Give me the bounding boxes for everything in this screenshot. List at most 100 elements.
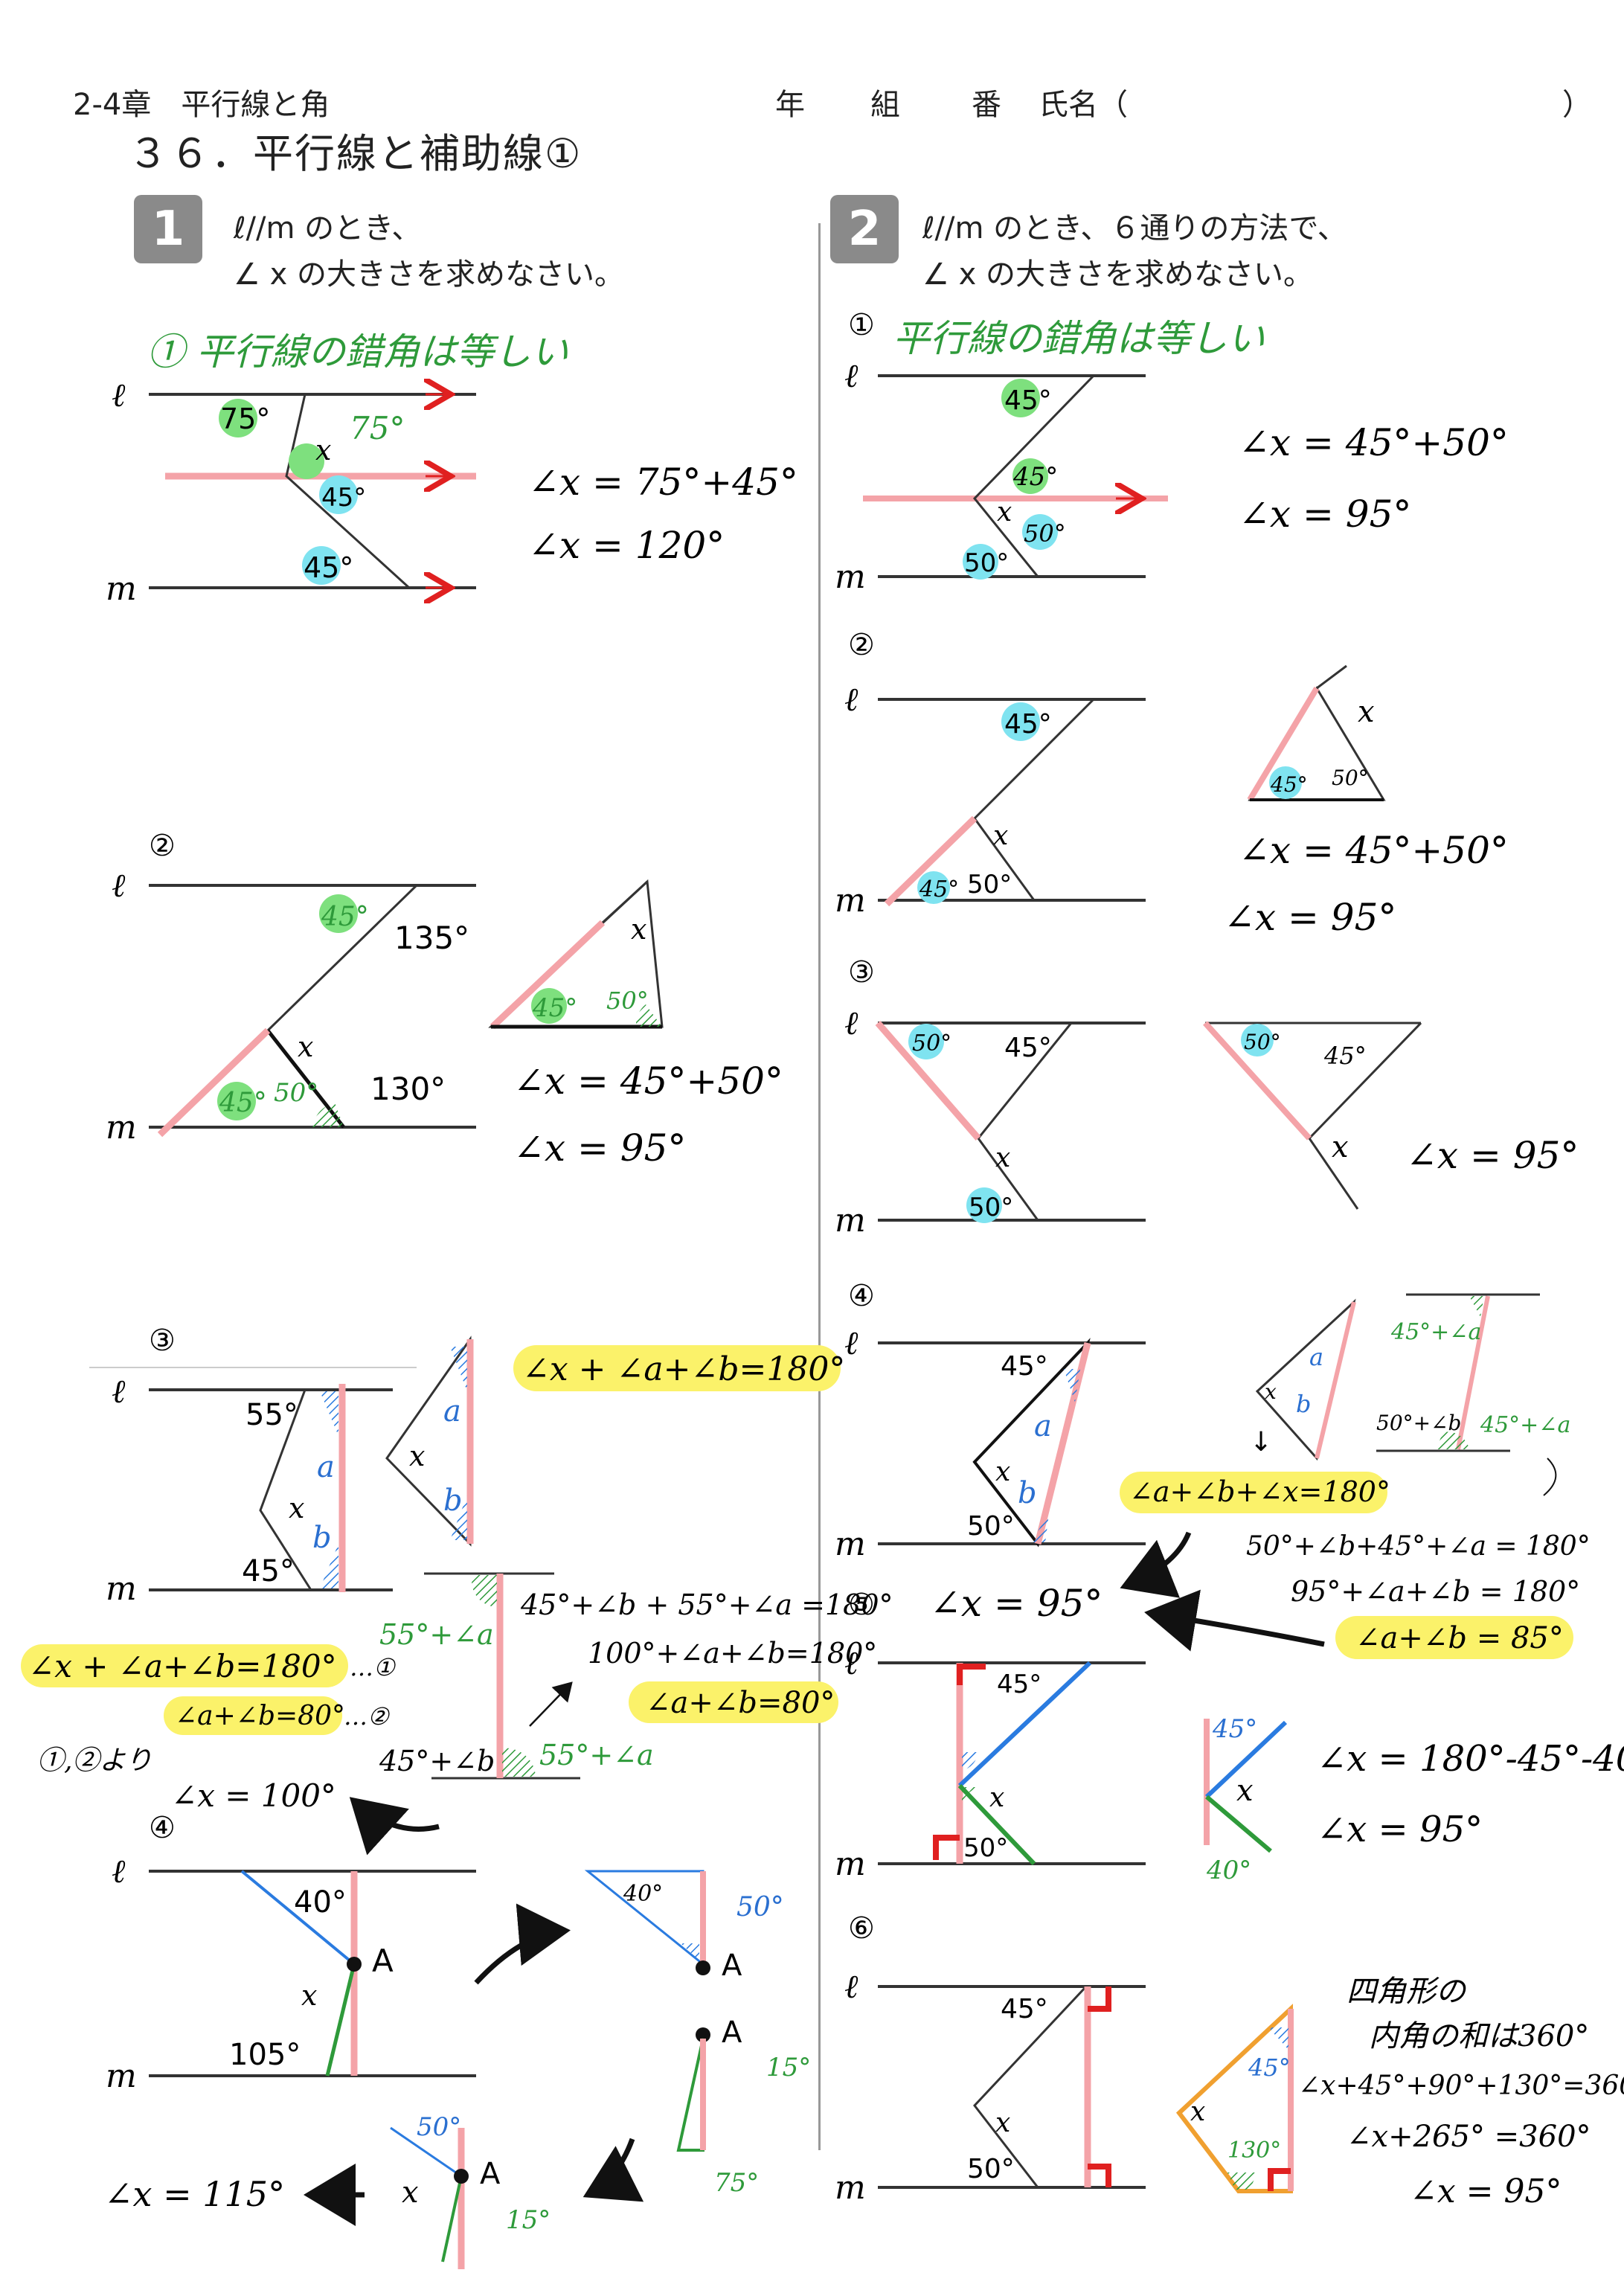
p2-s6-number: ⑥ bbox=[848, 1911, 875, 1946]
p2-s1-eq2: ∠x = 95° bbox=[1239, 493, 1411, 536]
p1-s2-eq1: ∠x = 45°+50° bbox=[513, 1059, 783, 1103]
p2-s3-tri-x: x bbox=[1332, 1130, 1349, 1164]
p1-s4-angle-40: 40° bbox=[294, 1885, 347, 1920]
p2-s4-angle-45: 45° bbox=[1001, 1351, 1048, 1382]
p1-s3-hl3: ∠x + ∠a+∠b=180° bbox=[28, 1648, 337, 1684]
p2-s6-angle-45: 45° bbox=[1001, 1994, 1048, 2024]
p1-s4-answer: ∠x = 115° bbox=[104, 2174, 285, 2214]
p2-s5-x: x bbox=[989, 1783, 1004, 1813]
p2-s5-label-l: ℓ bbox=[844, 1644, 858, 1682]
p1-figure-4: ④ ℓ m A 40° 105° x A 40° 50° A 15° 75° A… bbox=[104, 1811, 811, 2269]
p2-s5-eq2: ∠x = 95° bbox=[1317, 1809, 1483, 1850]
p2-s6-quad-45: 45° bbox=[1248, 2053, 1291, 2082]
p2-s4-w2: 95°+∠a+∠b = 180° bbox=[1291, 1575, 1580, 1608]
p2-s3-label-m: m bbox=[835, 1202, 866, 1240]
p2-s4-a: a bbox=[1034, 1409, 1052, 1443]
p1-s3-tri-b: b bbox=[443, 1484, 463, 1518]
class-label: 組 bbox=[870, 88, 900, 122]
p1-s4-bot-x: x bbox=[402, 2175, 419, 2210]
p2-s4-answer: ∠x = 95° bbox=[930, 1582, 1103, 1625]
problem-1-line2: ∠ x の大きさを求めなさい。 bbox=[234, 257, 624, 292]
p1-s4-label-l: ℓ bbox=[112, 1853, 126, 1891]
p2-s4-label-m: m bbox=[835, 1525, 866, 1563]
p2-figure-5: ⑤ ℓ m 45° 50° x 45° 40° x ∠x = 180°-45°-… bbox=[835, 1588, 1624, 1885]
p2-s3-angle-50b: 50° bbox=[969, 1193, 1013, 1222]
p2-s1-angle-45a: 45° bbox=[1004, 385, 1052, 416]
p1-s4-tri2-15: 15° bbox=[766, 2053, 811, 2082]
p2-s5-side-x: x bbox=[1236, 1774, 1254, 1808]
p1-s4-bot-15: 15° bbox=[506, 2205, 551, 2235]
p1-s1-x: x bbox=[315, 434, 331, 466]
p1-s3-from: ①,②より bbox=[37, 1745, 153, 1776]
p1-s3-a: a bbox=[317, 1450, 335, 1484]
problem-1-text: ℓ//m のとき、 ∠ x の大きさを求めなさい。 bbox=[234, 205, 624, 298]
problem-2-line1: ℓ//m のとき、６通りの方法で、 bbox=[922, 211, 1347, 246]
p2-s5-eq1: ∠x = 180°-45°-40° bbox=[1317, 1738, 1624, 1780]
p1-s4-tri2-A: A bbox=[722, 2016, 742, 2050]
p2-s4-x: x bbox=[995, 1457, 1010, 1487]
name-close-paren: ） bbox=[1562, 88, 1592, 122]
p2-s2-tri-x: x bbox=[1358, 695, 1375, 729]
p1-figure-3: ③ ℓ m 55° 45° x a b x a b ∠x + ∠a+∠b=180… bbox=[21, 1324, 893, 1856]
p2-s1-eq1: ∠x = 45°+50° bbox=[1239, 421, 1509, 464]
p1-s4-tri-50: 50° bbox=[736, 1892, 784, 1923]
p2-s6-quad-x: x bbox=[1190, 2097, 1205, 2127]
p1-s4-bot-A: A bbox=[480, 2157, 501, 2191]
p1-s2-angle-50a: 50° bbox=[274, 1078, 318, 1108]
p2-s3-eq: ∠x = 95° bbox=[1406, 1134, 1579, 1177]
p2-s4-arrow-down: ↓ bbox=[1250, 1427, 1272, 1458]
p1-s2-label-m: m bbox=[106, 1109, 137, 1147]
p2-s5-side-45: 45° bbox=[1212, 1714, 1257, 1744]
p2-s1-label-m: m bbox=[835, 558, 866, 596]
p2-s1-number: ① bbox=[848, 308, 875, 342]
p2-s1-angle-50b: 50° bbox=[964, 548, 1009, 578]
p2-s2-tri-50: 50° bbox=[1332, 766, 1369, 790]
p1-s2-x: x bbox=[298, 1030, 313, 1063]
p1-s3-top-expr: 55°+∠a bbox=[379, 1618, 494, 1651]
p1-s3-tri-a: a bbox=[443, 1394, 461, 1428]
p2-s4-angle-50: 50° bbox=[967, 1511, 1015, 1542]
p2-s6-note2: 内角の和は360° bbox=[1369, 2019, 1589, 2053]
p1-s2-number: ② bbox=[149, 829, 176, 863]
p1-s3-hl1: ∠x + ∠a+∠b=180° bbox=[522, 1350, 845, 1388]
p1-s1-label-l: ℓ bbox=[112, 376, 126, 414]
p1-s4-x: x bbox=[301, 1979, 317, 2012]
p2-s2-eq1: ∠x = 45°+50° bbox=[1239, 829, 1509, 872]
p1-s4-label-m: m bbox=[106, 2057, 137, 2095]
p1-s3-ref2: …② bbox=[344, 1702, 391, 1731]
p2-s3-label-l: ℓ bbox=[844, 1004, 858, 1042]
p2-s1-note: 平行線の錯角は等しい bbox=[893, 317, 1265, 360]
p2-s3-x: x bbox=[995, 1143, 1010, 1173]
p2-s3-angle-50a: 50° bbox=[912, 1030, 951, 1056]
p2-s4-label-l: ℓ bbox=[844, 1324, 858, 1362]
p2-s4-number: ④ bbox=[848, 1279, 875, 1313]
p2-s4-tri-b: b bbox=[1296, 1390, 1311, 1418]
p1-s3-tri-x: x bbox=[409, 1440, 425, 1472]
p1-s4-number: ④ bbox=[149, 1811, 176, 1845]
p1-s3-label-l: ℓ bbox=[112, 1373, 126, 1411]
p1-s4-bot-50: 50° bbox=[417, 2112, 461, 2142]
p1-s3-answer: ∠x = 100° bbox=[171, 1777, 336, 1814]
p1-s1-eq2: ∠x = 120° bbox=[528, 524, 725, 567]
p2-s6-label-m: m bbox=[835, 2169, 866, 2207]
p2-s6-quad-130: 130° bbox=[1227, 2138, 1281, 2164]
p2-s3-tri-45: 45° bbox=[1323, 1042, 1367, 1070]
p1-s3-bot-expr2: 55°+∠a bbox=[539, 1739, 654, 1771]
p2-s1-label-l: ℓ bbox=[844, 357, 858, 395]
p2-s4-expr-b: 50°+∠b bbox=[1376, 1411, 1461, 1435]
p2-s5-side-40: 40° bbox=[1206, 1856, 1251, 1885]
p1-s2-angle-135: 135° bbox=[394, 920, 469, 956]
problem-2-text: ℓ//m のとき、６通りの方法で、 ∠ x の大きさを求めなさい。 bbox=[922, 205, 1347, 298]
p1-s1-eq1: ∠x = 75°+45° bbox=[528, 461, 798, 504]
p2-figure-1: ① 平行線の錯角は等しい ℓ m 45° 45° x 50° 50° ∠x = … bbox=[835, 308, 1509, 596]
p1-s1-note: ① 平行線の錯角は等しい bbox=[147, 330, 568, 373]
column-divider bbox=[818, 223, 821, 2150]
p2-s5-number: ⑤ bbox=[848, 1588, 875, 1622]
chapter-label: 2-4章 平行線と角 bbox=[73, 88, 330, 122]
p2-s3-tri-50: 50° bbox=[1244, 1030, 1281, 1054]
p2-figure-6: ⑥ ℓ m 45° 50° x 45° 130° x 四角形の 内角の和は360… bbox=[835, 1911, 1624, 2210]
p2-s6-eq1: ∠x+45°+90°+130°=360° bbox=[1298, 2071, 1624, 2101]
p2-s6-eq2: ∠x+265° =360° bbox=[1347, 2120, 1591, 2154]
p1-s3-label-m: m bbox=[106, 1570, 137, 1608]
